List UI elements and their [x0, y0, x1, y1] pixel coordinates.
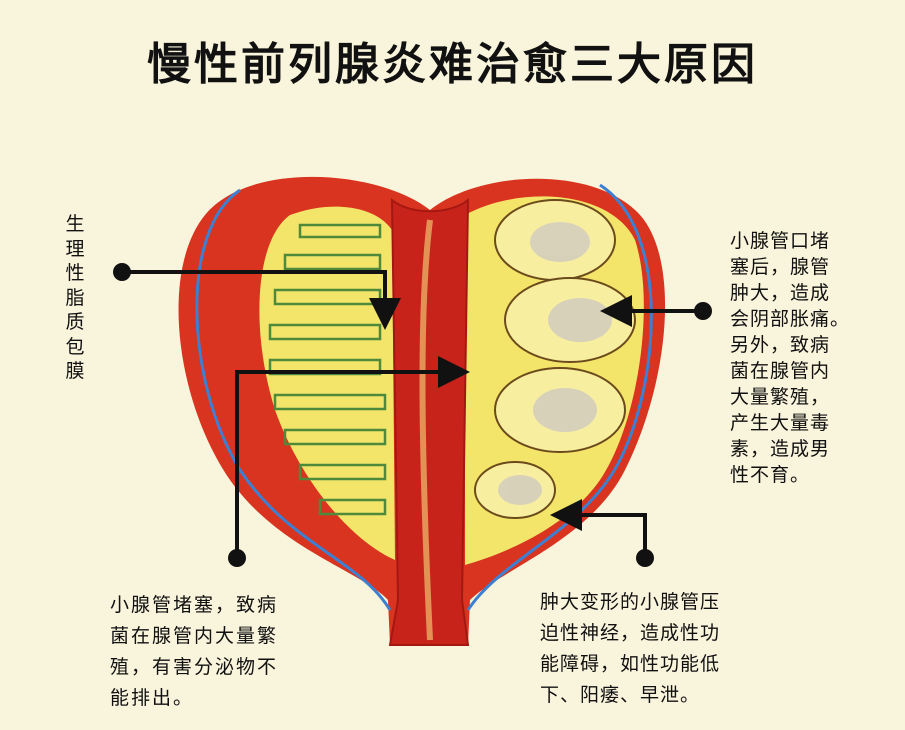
nerve-compression-annotation: 肿大变形的小腺管压 迫性神经，造成性功 能障碍，如性功能低 下、阳痿、早泄。: [540, 587, 720, 711]
urethra: [388, 197, 470, 646]
pointer-capsule: [122, 270, 401, 330]
pointer-nerve: [550, 499, 647, 558]
label-char: 生: [65, 213, 85, 235]
label-char: 质: [65, 311, 85, 333]
annotation-line: 菌在腺管内大量繁: [110, 625, 279, 647]
annotation-line: 能障碍，如性功能低: [540, 653, 721, 675]
capsule-label: 生 理 性 脂 质 包 膜: [60, 212, 90, 384]
pointer-dot: [228, 549, 246, 567]
annotation-line: 殖，有害分泌物不: [110, 656, 279, 678]
annotation-line: 菌在腺管内: [730, 360, 831, 382]
label-char: 膜: [65, 360, 85, 382]
annotation-line: 性不育。: [730, 464, 811, 486]
annotation-line: 能排出。: [110, 687, 195, 709]
annotation-line: 小腺管堵塞，致病: [110, 594, 279, 616]
left-gland-lobe: [259, 206, 395, 560]
capsule-line-left: [195, 188, 392, 611]
annotation-line: 素，造成男: [730, 438, 831, 460]
annotation-line: 塞后，腺管: [730, 256, 831, 278]
annotation-line: 小腺管口堵: [730, 230, 831, 252]
label-char: 包: [65, 335, 85, 358]
annotation-line: 另外，致病: [730, 334, 831, 356]
label-char: 性: [65, 262, 85, 284]
annotation-line: 大量繁殖，: [730, 386, 831, 408]
page-title: 慢性前列腺炎难治愈三大原因: [147, 39, 758, 90]
pointer-dot: [636, 549, 654, 567]
annotation-line: 肿大变形的小腺管压: [540, 591, 721, 613]
annotation-line: 下、阳痿、早泄。: [540, 684, 701, 706]
pointer-blocked-duct: [235, 356, 470, 558]
pointer-dot: [694, 302, 712, 320]
annotation-line: 迫性神经，造成性功: [540, 622, 721, 644]
swollen-duct-annotation: 小腺管口堵 塞后，腺管 肿大，造成 会阴部胀痛。 另外，致病 菌在腺管内 大量繁…: [730, 228, 850, 488]
annotation-line: 肿大，造成: [730, 282, 831, 304]
pointer-dot: [113, 263, 131, 281]
annotation-line: 产生大量毒: [730, 412, 831, 434]
annotation-line: 会阴部胀痛。: [730, 308, 851, 330]
label-char: 理: [65, 237, 85, 260]
label-char: 脂: [65, 286, 85, 309]
capsule-line-right: [466, 183, 653, 611]
blocked-duct-annotation: 小腺管堵塞，致病 菌在腺管内大量繁 殖，有害分泌物不 能排出。: [110, 590, 278, 714]
